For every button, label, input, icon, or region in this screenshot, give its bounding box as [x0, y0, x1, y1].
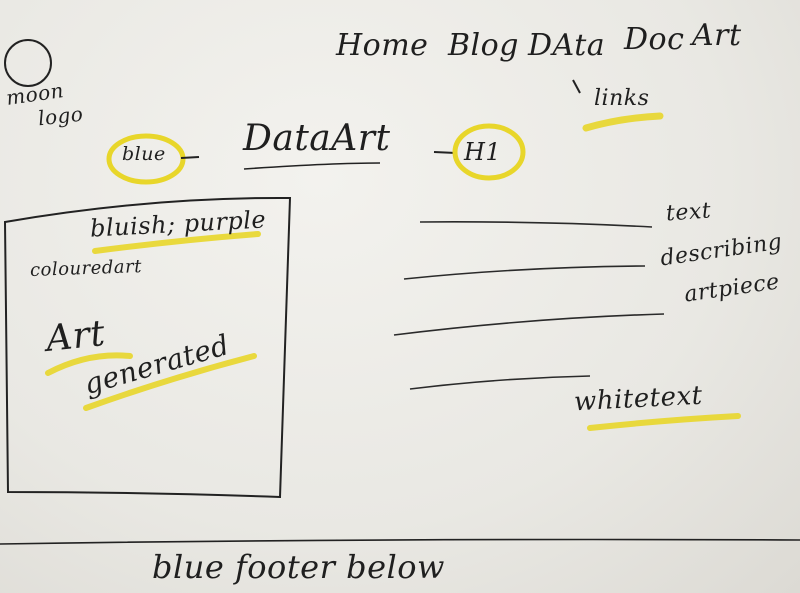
desc-line-2 [403, 265, 646, 280]
links-note: links [594, 86, 650, 111]
description-note-line1: text [665, 198, 712, 227]
nav-item-blog[interactable]: Blog [448, 28, 519, 63]
footer-note: blue footer below [152, 548, 445, 586]
desc-line-4 [409, 375, 591, 390]
desc-line-3 [393, 313, 665, 336]
links-pointer [572, 79, 581, 94]
links-highlight [582, 112, 664, 132]
logo-caption-line2: logo [36, 101, 85, 131]
art-highlight [45, 352, 133, 376]
h1-pointer [433, 151, 457, 154]
h1-circle [452, 123, 526, 181]
art-panel-art-label: Art [44, 313, 108, 360]
footer-divider [0, 538, 800, 545]
page-title: DataArt [243, 118, 391, 159]
bluish-purple-highlight [92, 231, 261, 254]
heading-underline [243, 162, 381, 170]
whitetext-highlight [587, 413, 741, 431]
blue-note-pointer [180, 156, 200, 159]
blue-note-circle [106, 133, 186, 185]
nav-item-home[interactable]: Home [336, 28, 429, 63]
nav-item-doc[interactable]: Doc [624, 22, 685, 57]
generated-highlight [83, 353, 257, 411]
nav-item-data[interactable]: DAta [528, 28, 606, 63]
title-color-note: blue [122, 143, 166, 165]
art-panel-sub-note: colouredart [29, 256, 143, 281]
art-panel-box [3, 196, 292, 499]
heading-tag-note: H1 [464, 138, 502, 166]
moon-logo-circle [4, 39, 52, 87]
desc-line-1 [419, 221, 653, 228]
nav-item-art[interactable]: Art [692, 18, 742, 53]
